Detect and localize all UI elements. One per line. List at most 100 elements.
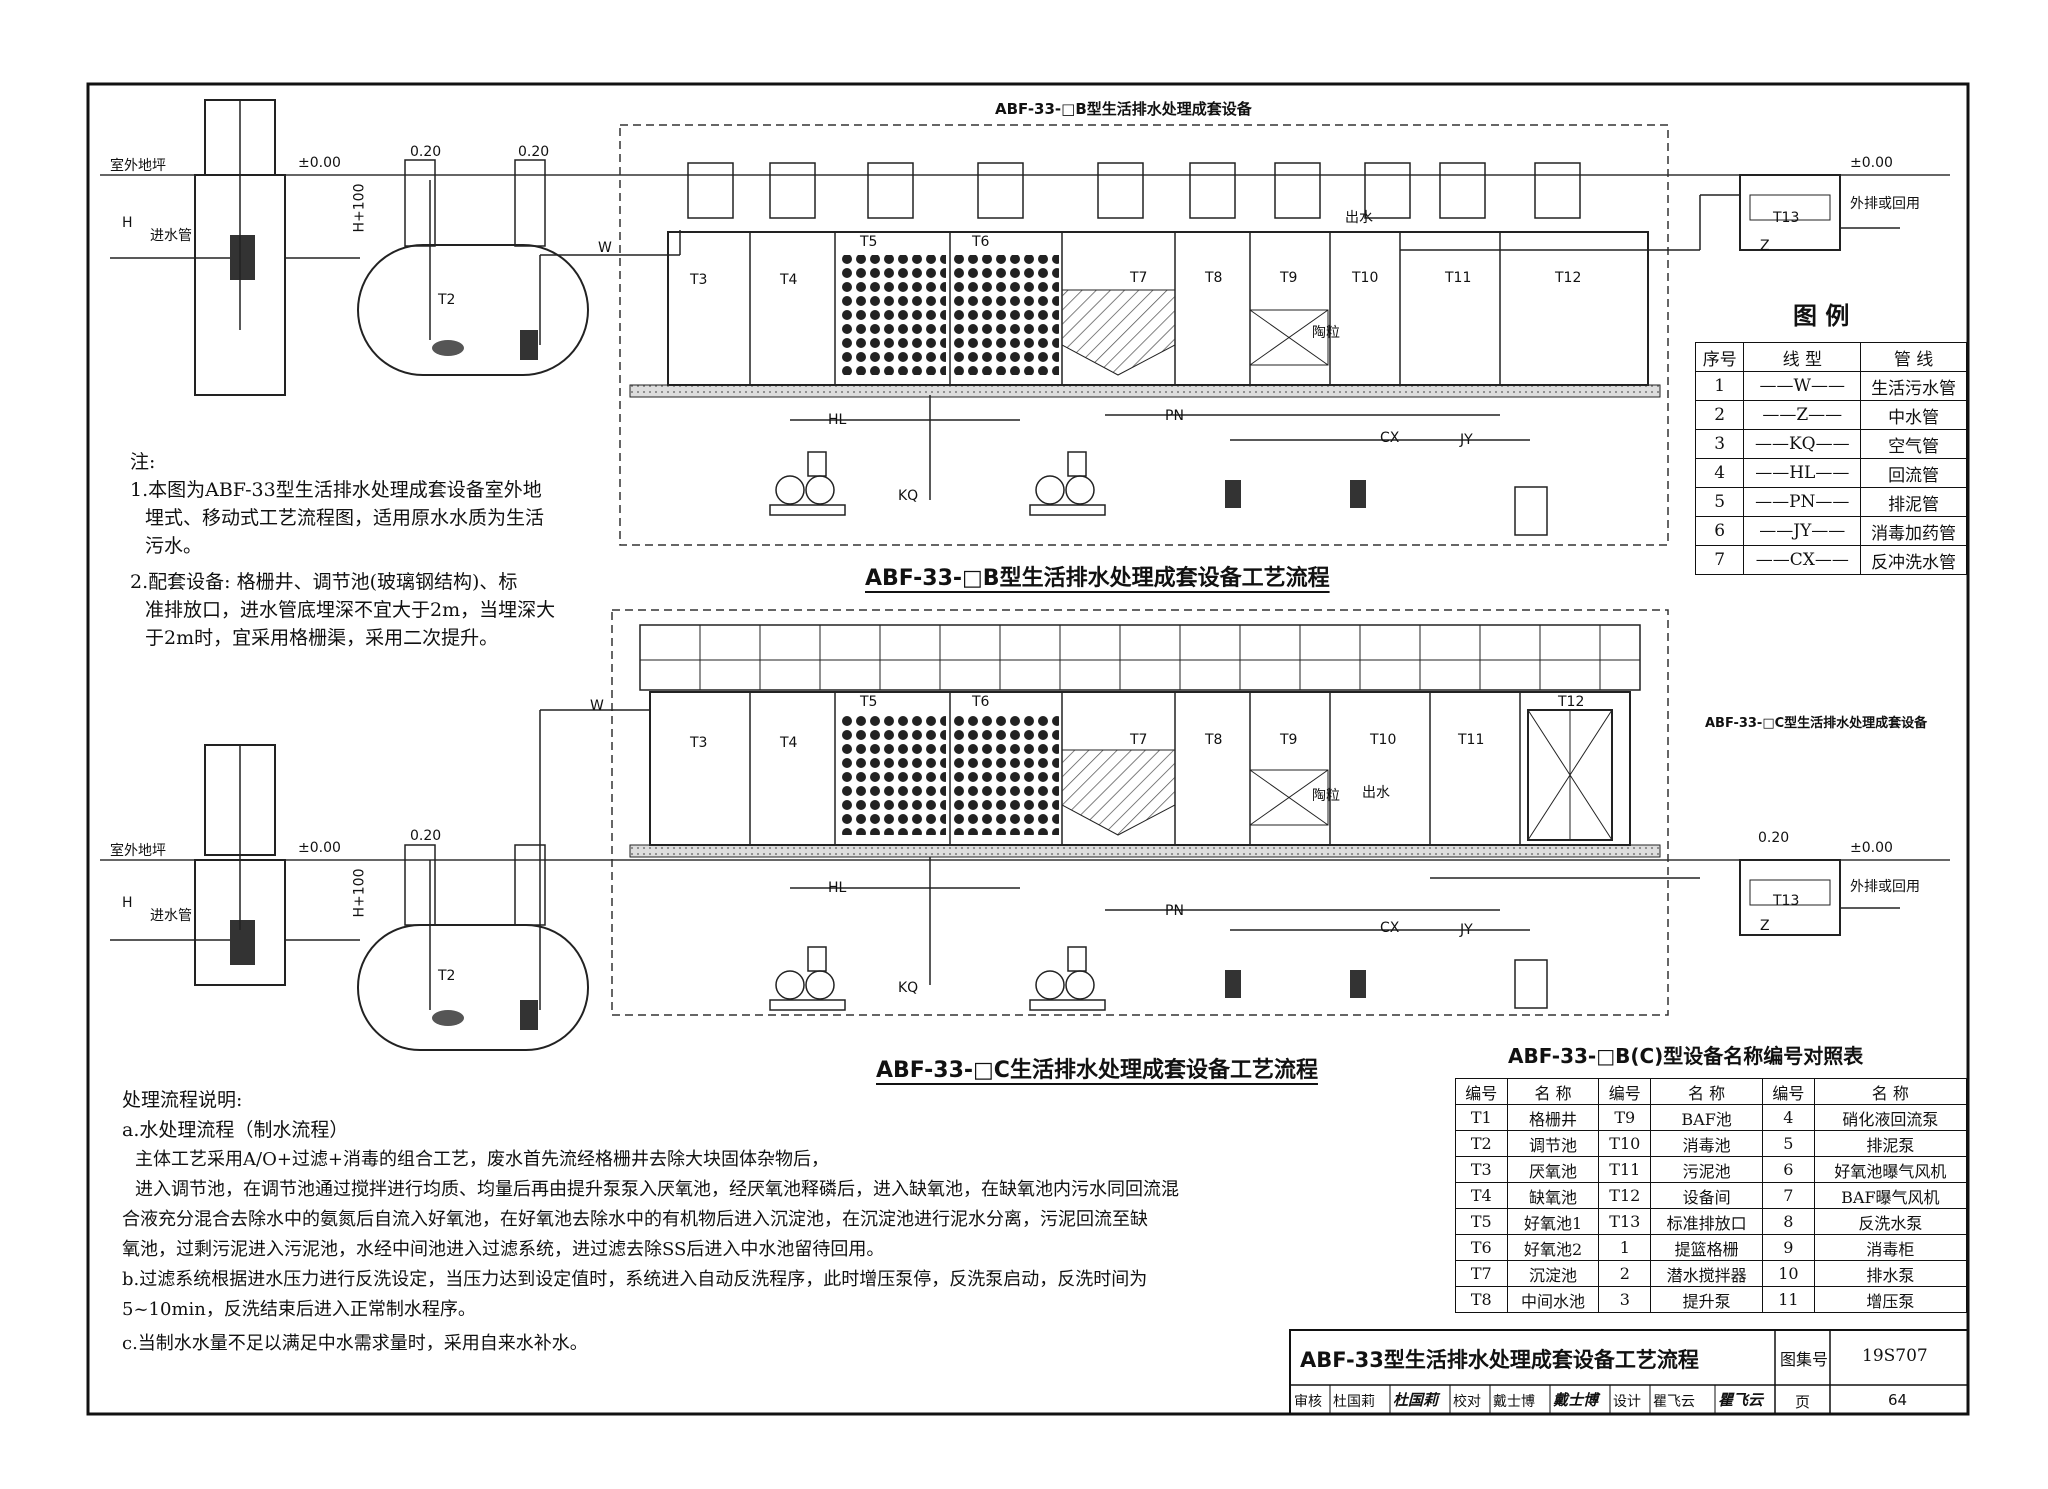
equip-cell: 好氧池曝气风机	[1813, 1156, 1968, 1183]
process-a2: 进入调节池，在调节池通过搅拌进行均质、均量后再由提升泵泵入厌氧池，经厌氧池释磷后…	[135, 1179, 1179, 1200]
note-2a: 2.配套设备: 格栅井、调节池(玻璃钢结构)、标	[130, 571, 518, 593]
bottom-t11-label: T11	[1458, 732, 1485, 748]
legend-header-pipe: 管 线	[1860, 342, 1967, 372]
legend-cell: ——Z——	[1743, 400, 1862, 430]
legend-cell: 生活污水管	[1860, 371, 1967, 401]
note-1a: 1.本图为ABF-33型生活排水处理成套设备室外地	[130, 479, 542, 501]
equip-header: 编号	[1455, 1078, 1508, 1105]
bottom-cx-label: CX	[1380, 920, 1400, 936]
legend-cell: 反冲洗水管	[1860, 545, 1967, 575]
drawing-title: ABF-33型生活排水处理成套设备工艺流程	[1300, 1348, 1699, 1372]
top-outlet-zero: ±0.00	[1850, 155, 1893, 171]
top-diagram	[100, 99, 1950, 546]
bottom-t8-label: T8	[1205, 732, 1223, 748]
bottom-outlet-cover: 0.20	[1758, 830, 1790, 846]
top-outlet-label: 外排或回用	[1850, 196, 1920, 212]
equip-cell: 排泥泵	[1813, 1130, 1968, 1157]
top-frame-title: ABF-33-□B型生活排水处理成套设备	[995, 100, 1252, 118]
bottom-h100-label: H+100	[351, 868, 368, 918]
equip-cell: 好氧池1	[1506, 1208, 1600, 1235]
equip-cell: 9	[1762, 1234, 1815, 1261]
legend-cell: 3	[1694, 429, 1745, 459]
equip-cell: 7	[1762, 1182, 1815, 1209]
equip-cell: T8	[1455, 1286, 1508, 1313]
top-caption: ABF-33-□B型生活排水处理成套设备工艺流程	[865, 566, 1330, 591]
legend-cell: ——KQ——	[1743, 429, 1862, 459]
top-t11-label: T11	[1445, 270, 1472, 286]
note-1c: 污水。	[145, 535, 203, 557]
legend-row: 2——Z——中水管	[1694, 400, 1967, 430]
bottom-kq-label: KQ	[898, 980, 919, 996]
equip-cell: T3	[1455, 1156, 1508, 1183]
bottom-tank-box	[649, 691, 1631, 846]
bottom-outlet-label: 外排或回用	[1850, 879, 1920, 895]
legend-cell: 排泥管	[1860, 487, 1967, 517]
legend-cell: ——HL——	[1743, 458, 1862, 488]
legend-cell: 消毒加药管	[1860, 516, 1967, 546]
equip-cell: 8	[1762, 1208, 1815, 1235]
designer-signature: 瞿飞云	[1718, 1391, 1764, 1409]
top-cover-label-1: 0.20	[410, 144, 442, 160]
bottom-z-label: Z	[1760, 918, 1770, 934]
equip-table-title: ABF-33-□B(C)型设备名称编号对照表	[1508, 1044, 1864, 1068]
equip-cell: 10	[1762, 1260, 1815, 1287]
check-label: 校对	[1453, 1394, 1481, 1410]
top-t4-label: T4	[780, 272, 798, 288]
equip-cell: 设备间	[1650, 1182, 1764, 1209]
bottom-t2-label: T2	[438, 968, 456, 984]
bottom-h-label: H	[122, 895, 133, 911]
top-zero-label: ±0.00	[298, 155, 341, 171]
equip-cell: T9	[1598, 1104, 1652, 1131]
legend-cell: ——JY——	[1743, 516, 1862, 546]
bottom-water-out-label: 出水	[1362, 785, 1390, 801]
legend-title: 图 例	[1793, 302, 1850, 330]
bottom-diagram	[100, 609, 1950, 1051]
top-z-label: Z	[1760, 238, 1770, 254]
bottom-t12-label: T12	[1558, 694, 1585, 710]
top-t3-label: T3	[690, 272, 708, 288]
top-t6-label: T6	[972, 234, 990, 250]
bottom-ground-label: 室外地坪	[110, 843, 166, 859]
bottom-blower-7	[1029, 946, 1106, 1011]
equip-cell: 提篮格栅	[1650, 1234, 1764, 1261]
legend-cell: 6	[1694, 516, 1745, 546]
bottom-t4-label: T4	[780, 735, 798, 751]
top-pn-label: PN	[1165, 408, 1184, 424]
top-inlet-label: 进水管	[150, 228, 192, 244]
legend-cell: 回流管	[1860, 458, 1967, 488]
equip-cell: 排水泵	[1813, 1260, 1968, 1287]
top-equipment-frame	[619, 124, 1669, 546]
bottom-t10-label: T10	[1370, 732, 1397, 748]
bottom-ceramsite-label: 陶粒	[1312, 788, 1340, 804]
equip-cell: 4	[1762, 1104, 1815, 1131]
top-t7-label: T7	[1130, 270, 1148, 286]
equip-cell: T13	[1598, 1208, 1652, 1235]
process-a-title: a.水处理流程（制水流程）	[122, 1119, 349, 1141]
legend-cell: 1	[1694, 371, 1745, 401]
top-t12-label: T12	[1555, 270, 1582, 286]
top-t2-label: T2	[438, 292, 456, 308]
process-a1: 主体工艺采用A/O+过滤+消毒的组合工艺，废水首先流经格栅井去除大块固体杂物后，	[135, 1149, 829, 1170]
top-blower-7	[1029, 451, 1106, 516]
top-w-label: W	[598, 240, 612, 256]
bottom-hl-label: HL	[828, 880, 847, 896]
bottom-t6-label: T6	[972, 694, 990, 710]
legend-cell: 空气管	[1860, 429, 1967, 459]
bottom-frame-title: ABF-33-□C型生活排水处理成套设备	[1705, 716, 1928, 731]
top-t5-label: T5	[860, 234, 878, 250]
bottom-t7-label: T7	[1130, 732, 1148, 748]
top-cover-label-2: 0.20	[518, 144, 550, 160]
equip-cell: 消毒池	[1650, 1130, 1764, 1157]
title-block-frame	[1289, 1329, 1969, 1415]
bottom-t5-label: T5	[860, 694, 878, 710]
bottom-jy-label: JY	[1460, 922, 1473, 938]
equip-cell: 厌氧池	[1506, 1156, 1600, 1183]
process-title: 处理流程说明:	[122, 1089, 243, 1111]
equip-cell: 5	[1762, 1130, 1815, 1157]
legend-header-no: 序号	[1694, 342, 1745, 372]
